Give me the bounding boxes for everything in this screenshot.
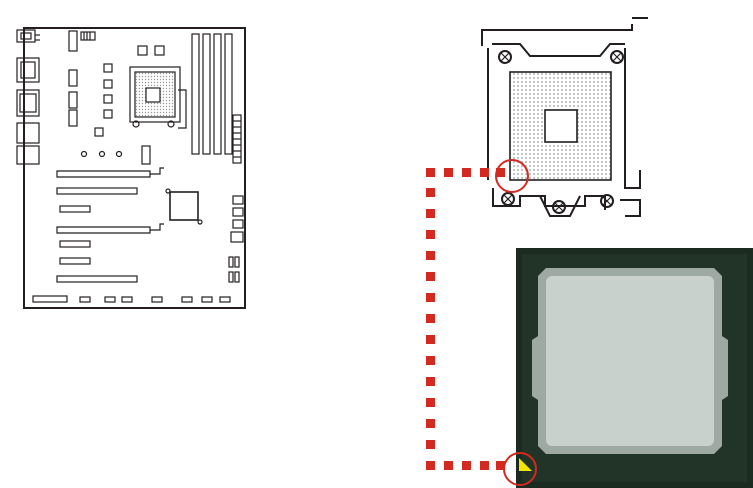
cpu-pin-one-highlight <box>503 452 537 486</box>
cpu-processor <box>516 248 753 488</box>
socket-screw-icon <box>610 50 624 64</box>
pcie-slot-3 <box>56 226 151 234</box>
motherboard-outline <box>23 27 246 309</box>
socket-screw-icon <box>600 194 614 208</box>
atx-power-connector <box>232 114 242 164</box>
cpu-pin-one-marker-icon <box>519 458 532 471</box>
standoffs-and-m2 <box>80 145 151 165</box>
socket-pin-one-highlight <box>495 159 529 193</box>
socket-center-cavity <box>544 109 578 143</box>
motherboard-cpu-socket <box>129 66 187 129</box>
small-components <box>94 45 165 137</box>
rear-io-panel <box>16 29 40 165</box>
bottom-headers <box>32 295 231 303</box>
alignment-callout <box>426 159 537 486</box>
pcie-slot-4 <box>56 275 138 283</box>
motherboard <box>16 27 246 309</box>
header-pins-top <box>68 30 96 127</box>
socket-screw-icon <box>498 50 512 64</box>
sata-connectors <box>228 195 244 283</box>
socket-pin-field <box>509 71 612 181</box>
socket-retention-frame <box>487 48 641 189</box>
cpu-heatspreader <box>546 276 714 446</box>
socket-screw-icon <box>552 200 566 214</box>
chipset <box>165 188 203 225</box>
pcie-slots <box>56 167 164 283</box>
memory-slots <box>191 33 233 155</box>
pcie-slot-1 <box>56 170 151 178</box>
pcie-slot-2 <box>56 187 138 195</box>
socket-load-lever <box>481 24 633 46</box>
socket-screw-icon <box>501 192 515 206</box>
socket-detail <box>481 17 648 217</box>
